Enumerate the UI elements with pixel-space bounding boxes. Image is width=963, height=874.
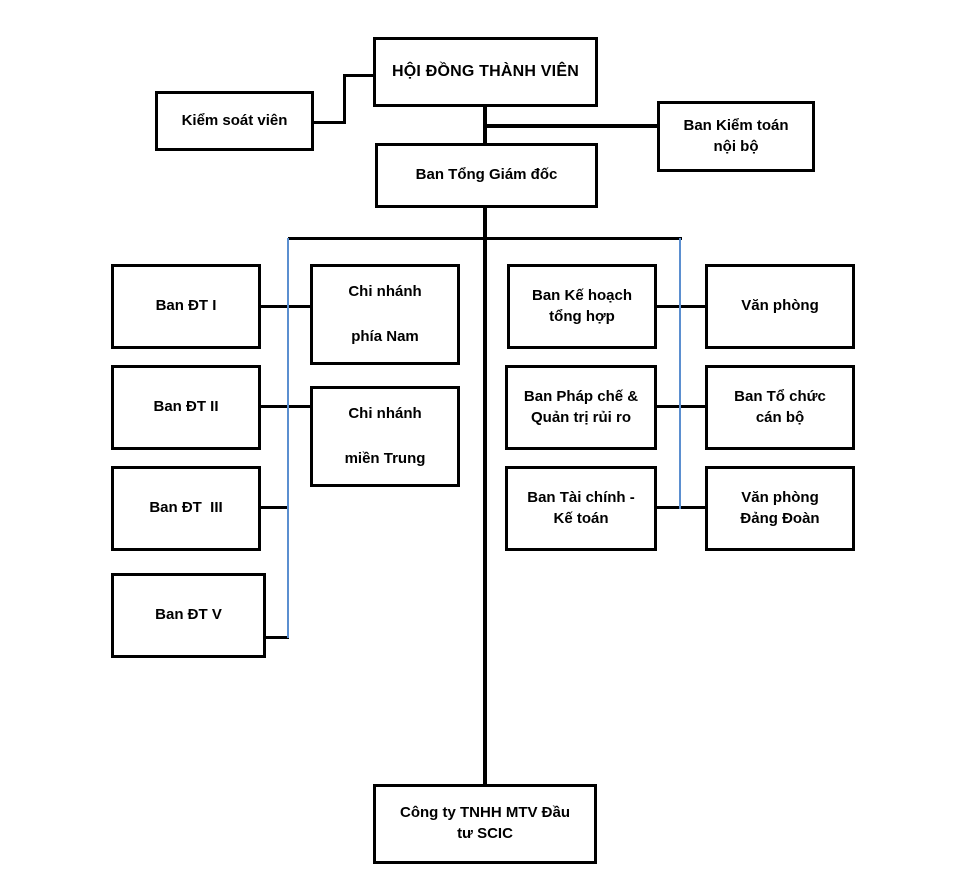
- connector-riser-to-chinhanh-trung: [288, 405, 312, 408]
- node-ban-tong-giam-doc[interactable]: Ban Tổng Giám đốc: [375, 143, 598, 208]
- node-van-phong-dang-doan[interactable]: Văn phòng Đảng Đoàn: [705, 466, 855, 551]
- node-kiem-soat-vien[interactable]: Kiểm soát viên: [155, 91, 314, 151]
- node-label-line1: Ban Kiểm toán: [683, 116, 789, 134]
- node-label-line2: Kế toán: [553, 509, 609, 527]
- node-label-line2: Đảng Đoàn: [740, 509, 820, 527]
- node-label-line2: miền Trung: [344, 449, 426, 467]
- node-label-line1: Ban Tổ chức: [734, 387, 826, 405]
- node-label-line1: Ban Kế hoạch: [531, 286, 633, 304]
- node-ban-to-chuc-can-bo[interactable]: Ban Tổ chức cán bộ: [705, 365, 855, 450]
- connector-riser-to-tochuc: [680, 405, 707, 408]
- connector-btgd-to-kiemtoan: [483, 124, 658, 128]
- node-hoi-dong-thanh-vien[interactable]: HỘI ĐỒNG THÀNH VIÊN: [373, 37, 598, 107]
- node-label-line1: Ban Pháp chế &: [523, 387, 639, 405]
- node-chi-nhanh-mien-trung[interactable]: Chi nhánh miền Trung: [310, 386, 460, 487]
- node-ban-dt-2[interactable]: Ban ĐT II: [111, 365, 261, 450]
- node-ban-dt-3[interactable]: Ban ĐT III: [111, 466, 261, 551]
- node-label: HỘI ĐỒNG THÀNH VIÊN: [392, 63, 579, 80]
- connector-phapche-to-riser: [655, 405, 681, 408]
- connector-left-riser: [287, 238, 289, 638]
- node-label-line1: Văn phòng: [741, 488, 819, 506]
- connector-ksv-horizontal-lower: [313, 121, 346, 124]
- node-chi-nhanh-phia-nam[interactable]: Chi nhánh phía Nam: [310, 264, 460, 365]
- node-label: Ban ĐT III: [149, 499, 223, 517]
- connector-bandt1-to-riser: [259, 305, 289, 308]
- connector-ksv-vertical: [343, 74, 346, 124]
- node-ban-tai-chinh-ke-toan[interactable]: Ban Tài chính - Kế toán: [505, 466, 657, 551]
- node-label-line1: Chi nhánh: [348, 404, 422, 422]
- connector-bandt3-to-riser: [259, 506, 289, 509]
- node-label: Ban ĐT I: [155, 297, 217, 315]
- node-label-line2: nội bộ: [713, 137, 759, 155]
- node-label-line1: Ban Tài chính -: [527, 488, 635, 506]
- connector-riser-to-vanphong: [680, 305, 707, 308]
- node-label: Ban Tổng Giám đốc: [415, 166, 558, 184]
- connector-division-bus: [288, 237, 682, 240]
- node-ban-kiem-toan-noi-bo[interactable]: Ban Kiểm toán nội bộ: [657, 101, 815, 172]
- connector-right-riser: [679, 238, 681, 509]
- node-label: Kiểm soát viên: [181, 111, 288, 129]
- node-ban-ke-hoach-tong-hop[interactable]: Ban Kế hoạch tổng hợp: [507, 264, 657, 349]
- node-label-line2: tổng hợp: [549, 307, 615, 325]
- connector-bandt2-to-riser: [259, 405, 289, 408]
- node-label-line1: Công ty TNHH MTV Đầu: [400, 804, 570, 822]
- node-ban-phap-che-quan-tri-rui-ro[interactable]: Ban Pháp chế & Quản trị rủi ro: [505, 365, 657, 450]
- node-label-line1: Chi nhánh: [348, 282, 422, 300]
- connector-taichinh-to-riser: [655, 506, 681, 509]
- node-label-line2: phía Nam: [351, 327, 419, 345]
- node-label-line2: cán bộ: [755, 408, 805, 426]
- node-van-phong[interactable]: Văn phòng: [705, 264, 855, 349]
- node-ban-dt-5[interactable]: Ban ĐT V: [111, 573, 266, 658]
- node-label: Ban ĐT II: [153, 398, 219, 416]
- connector-riser-to-dangdoan: [680, 506, 707, 509]
- node-cong-ty-tnhh-mtv-dau-tu-scic[interactable]: Công ty TNHH MTV Đầu tư SCIC: [373, 784, 597, 864]
- connector-trunk-to-subsidiary: [483, 240, 487, 786]
- node-ban-dt-1[interactable]: Ban ĐT I: [111, 264, 261, 349]
- connector-kehoach-to-riser: [655, 305, 681, 308]
- connector-btgd-trunk-upper: [483, 207, 487, 240]
- connector-ksv-horizontal-upper: [343, 74, 375, 77]
- node-label-line2: tư SCIC: [457, 825, 513, 842]
- node-label: Ban ĐT V: [155, 606, 222, 624]
- node-label-line2: Quản trị rủi ro: [530, 408, 631, 426]
- connector-bandt5-to-riser: [264, 636, 289, 639]
- node-label: Văn phòng: [741, 297, 819, 315]
- connector-riser-to-chinhanh-nam: [288, 305, 312, 308]
